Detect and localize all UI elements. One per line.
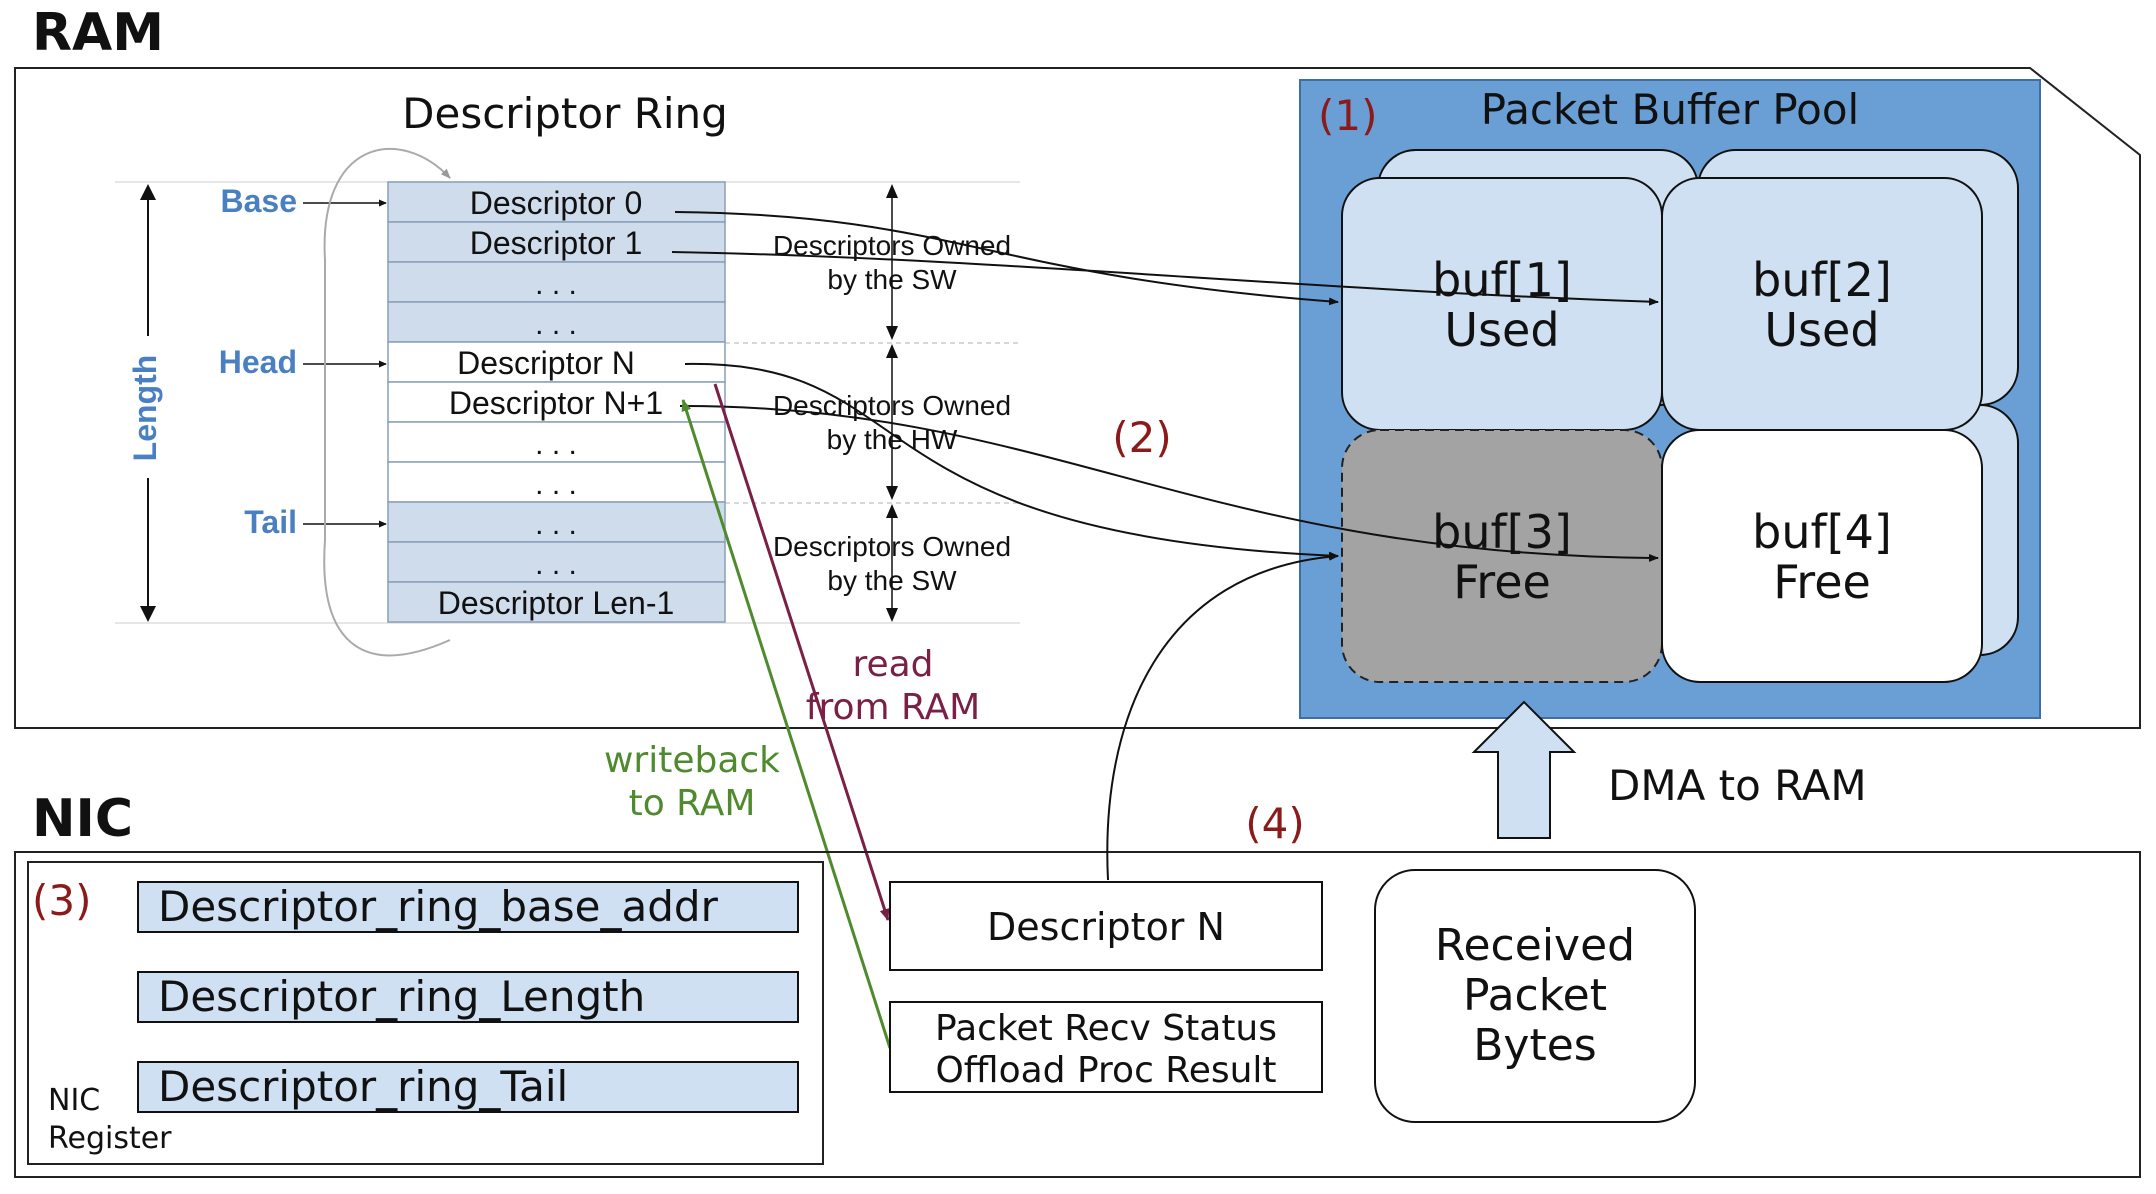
pool-title: Packet Buffer Pool [1481, 85, 1859, 134]
tail-pointer-label: Tail [244, 504, 297, 540]
sw-range-2-bottom [886, 608, 898, 622]
hw-range-bottom [886, 486, 898, 500]
received-line-2: Packet [1463, 970, 1607, 1021]
sw-range-1-bottom [886, 326, 898, 340]
read-label-2: from RAM [806, 687, 980, 728]
register-label: Descriptor_ring_Tail [158, 1062, 568, 1111]
hw-range-top [886, 344, 898, 358]
dma-label: DMA to RAM [1608, 761, 1867, 810]
ring-row [387, 461, 726, 503]
length-arrowhead-down [140, 606, 156, 622]
ring-row [387, 381, 726, 423]
ring-row [387, 501, 726, 543]
read-from-ram-arrow [713, 383, 890, 921]
buffer-2-state: Used [1764, 303, 1879, 357]
writeback-arrow [681, 399, 892, 1049]
ownership-label: by the SW [827, 264, 957, 295]
register-base-addr [137, 881, 799, 933]
descN-to-buf3-arrow [684, 362, 1339, 560]
read-label-1: read [852, 644, 933, 685]
ring-row [387, 421, 726, 463]
descN1-to-buf4-arrow [679, 404, 1659, 562]
ownership-label: by the HW [827, 424, 958, 455]
ring-row [387, 541, 726, 583]
packet-status-box [889, 1001, 1323, 1093]
packet-status-line-1: Packet Recv Status [935, 1008, 1277, 1049]
ownership-label: Descriptors Owned [773, 531, 1011, 562]
received-line-1: Received [1435, 920, 1635, 971]
sw-range-1-top [886, 184, 898, 198]
ring-row [387, 181, 726, 223]
nic-desc-to-buf3-arrow [1106, 552, 1339, 881]
ownership-label: by the SW [827, 565, 957, 596]
ring-row [387, 221, 726, 263]
marker-4: (4) [1245, 799, 1305, 848]
ring-row-label: . . . [535, 428, 577, 461]
nic-register-group [27, 861, 824, 1165]
received-packet-box [1374, 869, 1696, 1123]
ring-row-label: . . . [535, 548, 577, 581]
ring-row-label: Descriptor Len-1 [438, 585, 675, 621]
sw-range-2-top [886, 504, 898, 518]
dma-arrow [1471, 700, 1577, 839]
nic-descriptor-box [889, 881, 1323, 971]
ring-row [387, 581, 726, 623]
desc1-to-buf2-arrow [671, 251, 1659, 306]
ring-row-label: Descriptor 0 [470, 185, 643, 221]
register-label: Descriptor_ring_base_addr [158, 882, 719, 931]
ring-wrap-arrow [323, 147, 451, 657]
ring-row-label: . . . [535, 508, 577, 541]
ring-row-label: . . . [535, 308, 577, 341]
received-line-3: Bytes [1473, 1020, 1596, 1071]
packet-status-line-2: Offload Proc Result [935, 1050, 1276, 1091]
ring-row [387, 341, 726, 383]
buffer-4 [1661, 429, 1983, 683]
ram-frame [14, 67, 2141, 729]
ring-row [387, 261, 726, 303]
register-caption-1: NIC [48, 1083, 100, 1118]
register-tail [137, 1061, 799, 1113]
register-length [137, 971, 799, 1023]
ring-row-label: . . . [535, 268, 577, 301]
buffer-3-state: Free [1453, 555, 1551, 609]
buffer-1-name: buf[1] [1432, 253, 1572, 307]
descriptor-ring: Descriptor 0 Descriptor 1 . . . . . . De… [387, 181, 726, 623]
buffer-4-state: Free [1773, 555, 1871, 609]
marker-2: (2) [1112, 413, 1172, 462]
buffer-1-state: Used [1444, 303, 1559, 357]
length-label: Length [127, 355, 163, 462]
marker-1: (1) [1318, 91, 1378, 140]
length-arrowhead-up [140, 184, 156, 200]
buffer-4-name: buf[4] [1752, 505, 1892, 559]
ownership-label: Descriptors Owned [773, 390, 1011, 421]
ring-row [387, 301, 726, 343]
base-pointer-label: Base [221, 183, 298, 219]
marker-3: (3) [32, 876, 92, 925]
register-label: Descriptor_ring_Length [158, 972, 645, 1021]
register-caption-2: Register [48, 1121, 172, 1156]
ring-row-label: . . . [535, 468, 577, 501]
head-pointer-label: Head [219, 344, 297, 380]
desc0-to-buf1-arrow [674, 211, 1339, 306]
ring-row-label: Descriptor N+1 [449, 385, 663, 421]
writeback-label-1: writeback [604, 740, 780, 781]
ring-title: Descriptor Ring [402, 89, 728, 138]
nic-frame [14, 851, 2141, 1178]
ring-row-label: Descriptor 1 [470, 225, 643, 261]
nic-descriptor-label: Descriptor N [987, 905, 1225, 949]
ram-title: RAM [32, 3, 164, 63]
nic-title: NIC [32, 789, 133, 849]
writeback-label-2: to RAM [629, 783, 756, 824]
buffer-2-name: buf[2] [1752, 253, 1892, 307]
ring-row-label: Descriptor N [457, 345, 635, 381]
